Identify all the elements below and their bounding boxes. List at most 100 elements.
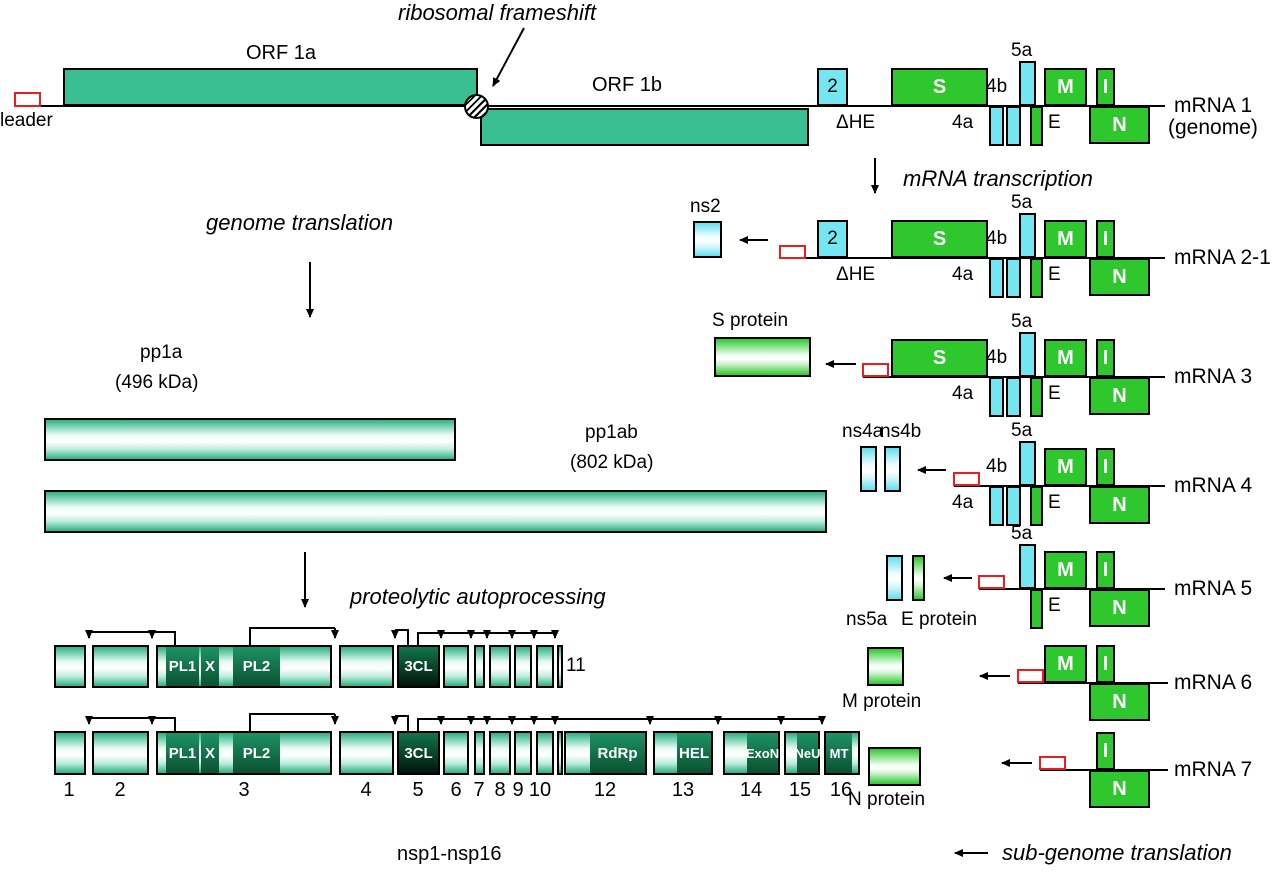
nsp8-box-b <box>489 731 511 775</box>
nsp16-box: MT <box>824 731 860 775</box>
mrna1-gene-4a-box1 <box>989 106 1004 146</box>
mrna1-gene-n: N <box>1089 106 1150 144</box>
n-protein-label: N protein <box>848 789 926 810</box>
mrna1-gene-4a-box2 <box>1006 106 1021 146</box>
mrna2-gene-5a-label: 5a <box>1011 192 1033 213</box>
pp1ab-mass-label: (802 kDa) <box>570 452 654 473</box>
mrna4-gene-e-box <box>1030 486 1043 526</box>
mrna5-gene-e-label: E <box>1048 595 1061 616</box>
frameshift-arrow <box>492 27 525 87</box>
mrna1-gene-5a-label: 5a <box>1011 40 1033 61</box>
mrna5-gene-n: N <box>1089 589 1150 627</box>
mrna5-label: mRNA 5 <box>1174 577 1253 600</box>
mrna3-gene-s: S <box>891 339 988 377</box>
mrna4-gene-4a-box2 <box>1006 486 1021 526</box>
mrna2-label: mRNA 2-1 <box>1174 246 1271 269</box>
nsp1-box-b <box>54 731 86 775</box>
genome-translation-label: genome translation <box>206 210 394 235</box>
mrna5-gene-m: M <box>1044 551 1087 589</box>
mrna2-gene-e-box <box>1030 258 1043 298</box>
mrna2-gene-s: S <box>891 220 988 258</box>
cleavage-brackets-pp1ab <box>85 713 826 731</box>
nsp1-box-a <box>54 645 86 688</box>
mrna5-gene-5a-label: 5a <box>1011 523 1033 544</box>
mrna1-gene-dhe-label: ΔHE <box>836 112 876 133</box>
mrna3-label: mRNA 3 <box>1174 365 1253 388</box>
nsp-number-13: 13 <box>671 779 695 801</box>
mrna5-gene-5a-box <box>1019 544 1036 589</box>
nsp6-box-b <box>443 731 469 775</box>
pl2-domain-b: PL2 <box>233 733 280 773</box>
pl1-domain-a: PL1 <box>166 647 199 686</box>
cleavage-brackets-pp1a <box>85 627 559 645</box>
nsp7-box-b <box>474 731 485 775</box>
ns2-product-box <box>693 221 722 258</box>
sub-genome-translation-label: sub-genome translation <box>1002 840 1232 865</box>
n-protein-product-box <box>868 747 921 786</box>
mrna1-label: mRNA 1 <box>1174 94 1253 117</box>
mrna4-gene-i: I <box>1096 448 1115 486</box>
nsp-number-16: 16 <box>829 779 853 801</box>
mrna3-gene-5a-label: 5a <box>1011 311 1033 332</box>
mrna2-gene-4a-label: 4a <box>952 264 974 285</box>
mrna2-gene-m: M <box>1044 220 1087 258</box>
mrna1-sublabel: (genome) <box>1168 116 1258 139</box>
nsp-range-label: nsp1-nsp16 <box>397 843 502 865</box>
mrna6-gene-i: I <box>1096 645 1115 683</box>
ns4a-product-box <box>860 446 877 492</box>
mrna7-label: mRNA 7 <box>1174 758 1253 781</box>
mrna4-gene-5a-label: 5a <box>1011 420 1033 441</box>
mrna2-gene-i: I <box>1096 220 1115 258</box>
nsp9-box-a <box>514 645 532 688</box>
pp1a-mass-label: (496 kDa) <box>115 372 199 393</box>
mrna4-gene-4b-label: 4b <box>986 456 1008 477</box>
nsp-number-6: 6 <box>450 779 462 801</box>
ns4a-label: ns4a <box>842 421 884 442</box>
nsp14-box: ExoN <box>723 731 780 775</box>
x-domain-a: X <box>201 647 219 686</box>
nsp4-box-b <box>339 731 394 775</box>
mrna6-gene-n: N <box>1089 683 1150 721</box>
mrna7-gene-n: N <box>1089 770 1150 808</box>
nsp7-box-a <box>474 645 485 688</box>
nsp2-box-a <box>92 645 149 688</box>
nsp3-box-b: PL1 X PL2 <box>156 731 332 775</box>
mrna1-gene-e-box <box>1030 106 1043 146</box>
mrna3-gene-4a-box2 <box>1006 377 1021 417</box>
mrna1-gene-4b-label: 4b <box>986 76 1008 97</box>
mrna3-gene-5a-box <box>1019 332 1036 377</box>
mrna3-gene-e-box <box>1030 377 1043 417</box>
nsp9-box-b <box>514 731 532 775</box>
mrna3-gene-i: I <box>1096 339 1115 377</box>
nsp5-3cl-box-a: 3CL <box>397 645 440 688</box>
s-protein-label: S protein <box>712 310 789 331</box>
mrna3-gene-m: M <box>1044 339 1087 377</box>
nsp10-box-b <box>536 731 554 775</box>
ns5a-label: ns5a <box>846 609 888 630</box>
nsp6-box-a <box>443 645 469 688</box>
mrna2-gene-dhe-label: ΔHE <box>836 264 876 285</box>
mrna4-gene-n: N <box>1089 486 1150 524</box>
mrna7-leader-box <box>1039 756 1066 770</box>
nsp11-number: 11 <box>566 655 586 676</box>
nsp-number-5: 5 <box>412 779 424 801</box>
pp1a-bar <box>44 418 456 461</box>
nsp4-box-a <box>339 645 394 688</box>
leader-label: leader <box>0 110 53 131</box>
nsp13-box: HEL <box>653 731 713 775</box>
mrna1-gene-e-label: E <box>1048 112 1061 133</box>
mrna3-gene-e-label: E <box>1048 383 1061 404</box>
pl1-domain-b: PL1 <box>166 733 199 773</box>
mrna1-gene-m: M <box>1044 68 1087 106</box>
x-domain-b: X <box>201 733 219 773</box>
mrna5-gene-e-box <box>1030 589 1043 629</box>
nsp-number-4: 4 <box>360 779 372 801</box>
nsp-number-2: 2 <box>114 779 126 801</box>
m-protein-label: M protein <box>842 691 922 712</box>
pp1ab-label: pp1ab <box>585 422 638 443</box>
nsp-number-12: 12 <box>593 779 617 801</box>
mt-domain: MT <box>826 733 852 773</box>
nsp5-3cl-box-b: 3CL <box>397 731 440 775</box>
mrna3-leader-box <box>862 363 889 377</box>
